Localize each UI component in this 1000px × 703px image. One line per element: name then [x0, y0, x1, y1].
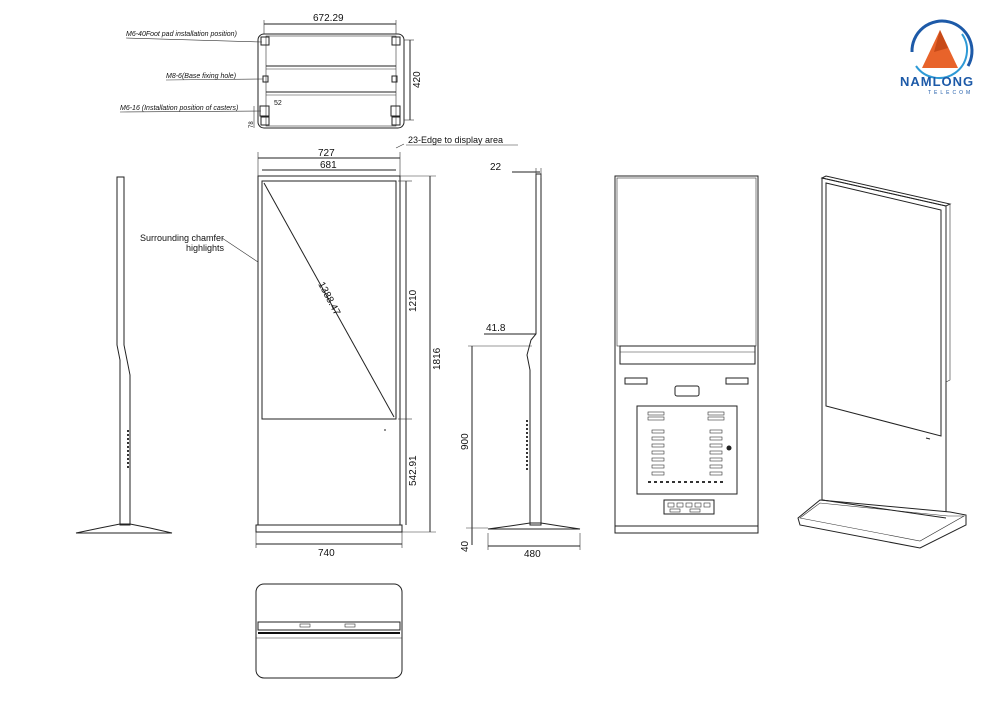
top-small-dim: 78	[249, 121, 255, 128]
top-width-dim: 672.29	[313, 13, 344, 24]
perspective-view	[797, 175, 967, 549]
side-view: 22 41.8 900 40 480	[460, 162, 581, 560]
front-base	[255, 524, 403, 533]
logo-tagline: TELECOM	[928, 90, 973, 96]
rear-frame	[614, 175, 759, 534]
top-view-outline	[257, 33, 405, 129]
top-view-inner	[265, 35, 397, 127]
port-icon	[685, 502, 693, 508]
port-icon	[694, 502, 702, 508]
side-view-body	[526, 173, 542, 526]
screen-diagonal	[263, 182, 395, 418]
rear-label-slot	[674, 385, 700, 397]
caster-l	[259, 105, 270, 117]
rear-vents-left	[647, 411, 665, 476]
foot-pad-tr	[391, 36, 401, 46]
port-icon	[667, 502, 675, 508]
base-hole-r	[391, 75, 398, 83]
bottom-bar	[257, 621, 401, 631]
overall-height-dim: 1816	[432, 347, 443, 370]
rear-vent-panel	[636, 405, 738, 495]
logo-triangle-shade-icon	[934, 30, 948, 52]
rear-vents-right	[707, 411, 725, 476]
perspective-top-edge	[820, 175, 952, 207]
chamfer-note-2: highlights	[186, 243, 225, 253]
front-view: 1388.47 727 681 23-Edge to display area …	[140, 135, 518, 559]
base-thickness-dim: 40	[460, 540, 471, 552]
perspective-frame	[821, 177, 947, 519]
rear-handle-l	[624, 377, 648, 385]
port-icon	[676, 502, 684, 508]
chamfer-note-1: Surrounding chamfer	[140, 233, 224, 243]
foot-pad-tl	[260, 36, 270, 46]
rear-lock-icon	[726, 445, 732, 451]
note-base-hole: M8-6(Base fixing hole)	[166, 73, 236, 80]
logo-arc-icon	[915, 33, 969, 80]
logo: NAMLONG TELECOM	[900, 19, 974, 96]
rear-io-panel	[663, 499, 715, 515]
logo-name: NAMLONG	[900, 74, 974, 89]
side-profile-left	[75, 176, 173, 534]
bottom-outline	[255, 583, 403, 679]
edge-note: 23-Edge to display area	[408, 135, 503, 145]
side-profile-base	[75, 523, 173, 534]
rear-handle-r	[725, 377, 749, 385]
front-screen	[261, 180, 397, 420]
screen-width-dim: 681	[320, 160, 337, 171]
top-height-dim: 420	[412, 71, 423, 88]
port-icon	[703, 502, 711, 508]
foot-pad-bl	[260, 116, 270, 126]
note-foot-pad: M6-40Foot pad installation position)	[126, 31, 237, 38]
rear-upper-rail	[619, 345, 756, 365]
logo-ring-icon	[910, 19, 974, 67]
base-hole-l	[262, 75, 269, 83]
rear-upper-panel	[616, 177, 757, 347]
base-width-dim: 740	[318, 548, 335, 559]
height-900-dim: 900	[460, 433, 471, 450]
foot-pad-br	[391, 116, 401, 126]
overall-width-dim: 727	[318, 148, 335, 159]
base-depth-dim: 480	[524, 549, 541, 560]
screen-height-dim: 1210	[408, 289, 419, 312]
side-profile-body	[116, 176, 131, 526]
bottom-view	[255, 583, 403, 679]
rear-view	[614, 175, 759, 534]
depth-mid-dim: 41.8	[486, 323, 506, 334]
depth-top-dim: 22	[490, 162, 502, 173]
front-frame	[257, 175, 401, 526]
note-casters: M6-16 (Installation position of casters)	[120, 105, 238, 112]
top-view: 672.29 420 52 78 M6-40Foot pad installat…	[119, 13, 423, 129]
caster-r	[390, 105, 401, 117]
perspective-base	[797, 499, 967, 549]
diagonal-dim: 1388.47	[315, 280, 342, 317]
top-offset-dim: 52	[274, 100, 282, 107]
lower-height-dim: 542.91	[408, 455, 419, 486]
perspective-screen	[825, 182, 942, 437]
side-view-base	[487, 522, 581, 530]
